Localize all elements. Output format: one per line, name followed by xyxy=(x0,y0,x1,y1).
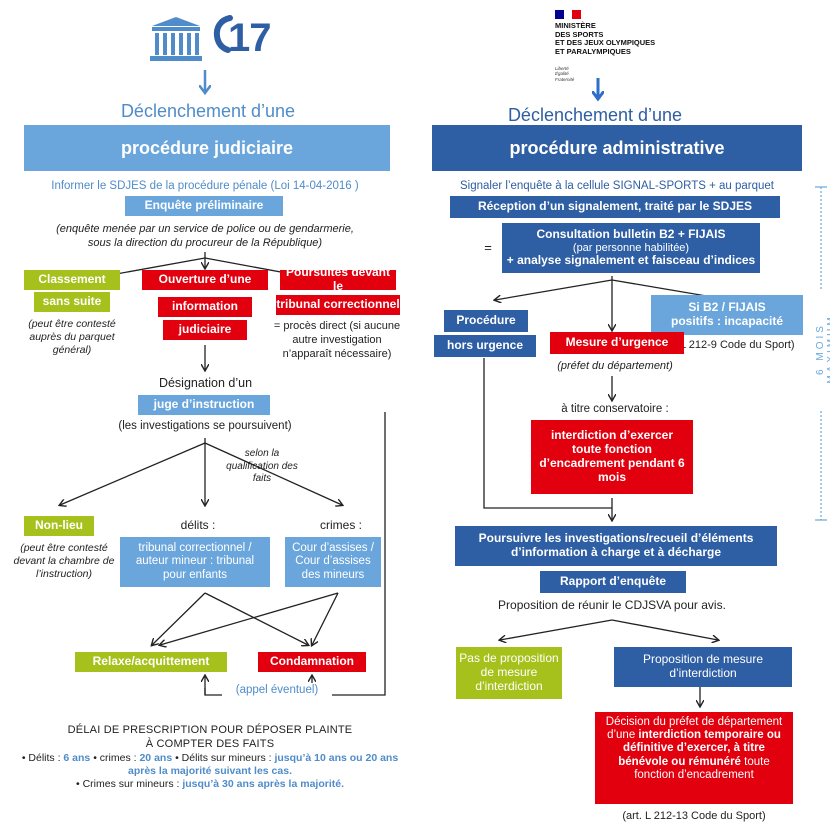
non-lieu-note: (peut être contesté devant la chambre de… xyxy=(13,542,115,581)
delai-details: • Délits : 6 ans • crimes : 20 ans • Dél… xyxy=(21,752,399,791)
poursuivre-box: Poursuivre les investigations/recueil d’… xyxy=(455,526,777,566)
art-l212-13: (art. L 212-13 Code du Sport) xyxy=(622,810,766,822)
french-flag-icon xyxy=(555,10,582,19)
ministry-name: MINISTÈRE DES SPORTS ET DES JEUX OLYMPIQ… xyxy=(555,21,656,56)
non-lieu-box: Non-lieu xyxy=(24,516,94,536)
prefet-note: (préfet du département) xyxy=(557,360,673,372)
procedure-box-1: Procédure xyxy=(444,310,528,332)
enquete-note: (enquête menée par un service de police … xyxy=(56,223,354,249)
courthouse-icon xyxy=(148,14,204,62)
left-title-box: procédure judiciaire xyxy=(24,125,390,171)
appel-text: (appel éventuel) xyxy=(222,683,332,698)
proposition-text: Proposition de réunir le CDJSVA pour avi… xyxy=(498,598,726,612)
crimes-label: crimes : xyxy=(320,518,362,532)
juge-box: juge d’instruction xyxy=(138,395,270,415)
condamnation-box: Condamnation xyxy=(258,652,366,672)
ouverture-box-1: Ouverture d’une xyxy=(142,270,268,290)
delits-label: délits : xyxy=(180,518,216,532)
left-declenchement: Déclenchement d’une xyxy=(120,101,296,121)
ouverture-box-2: information xyxy=(158,297,252,317)
right-title-box: procédure administrative xyxy=(432,125,802,171)
pas-proposition-box: Pas de proposition de mesure d’interdict… xyxy=(456,647,562,699)
consultation-box: Consultation bulletin B2 + FIJAIS (par p… xyxy=(502,223,760,273)
republic-motto: Liberté Égalité Fraternité xyxy=(555,66,575,82)
proposition-mesure-box: Proposition de mesure d’interdiction xyxy=(614,647,792,687)
art-l212-9: (art. L 212-9 Code du Sport) xyxy=(657,339,795,351)
six-mois-label: 6 MOIS MAXIMUM xyxy=(815,289,830,409)
phone-icon xyxy=(212,14,234,54)
ouverture-box-3: judiciaire xyxy=(163,320,247,340)
reception-box: Réception d’un signalement, traité par l… xyxy=(450,196,780,218)
proces-direct-note: = procès direct (si aucune autre investi… xyxy=(273,320,401,360)
emergency-number: 17 xyxy=(228,16,271,60)
interdiction-box: interdiction d’exercer toute fonction d’… xyxy=(531,420,693,494)
mesure-urgence-box: Mesure d’urgence xyxy=(550,332,684,354)
classement-note: (peut être contesté auprès du parquet gé… xyxy=(28,318,116,357)
poursuites-box-1: Poursuites devant le xyxy=(280,265,396,293)
enquete-box: Enquête préliminaire xyxy=(125,196,283,216)
investigations-text: (les investigations se poursuivent) xyxy=(118,420,292,432)
cour-box: Cour d’assises / Cour d’assises des mine… xyxy=(285,537,381,587)
procedure-box-2: hors urgence xyxy=(434,335,536,357)
tribunal-box: tribunal correctionnel / auteur mineur :… xyxy=(120,537,270,587)
rapport-box: Rapport d’enquête xyxy=(540,571,686,593)
decision-box: Décision du préfet de département d’une … xyxy=(595,712,793,804)
right-signaler: Signaler l’enquête à la cellule SIGNAL-S… xyxy=(460,180,774,192)
classement-box-1: Classement xyxy=(24,270,120,290)
delai-title: DÉLAI DE PRESCRIPTION POUR DÉPOSER PLAIN… xyxy=(67,724,353,750)
equals-sign: = xyxy=(484,240,492,255)
poursuites-box-2: tribunal correctionnel xyxy=(276,295,400,315)
left-inform: Informer le SDJES de la procédure pénale… xyxy=(51,180,359,192)
designation-text: Désignation d’un xyxy=(158,376,253,390)
selon-qualification: selon la qualification des faits xyxy=(226,448,298,484)
relaxe-box: Relaxe/acquittement xyxy=(75,652,227,672)
titre-conservatoire: à titre conservatoire : xyxy=(561,403,669,415)
classement-box-2: sans suite xyxy=(34,292,110,312)
right-declenchement: Déclenchement d’une xyxy=(507,105,683,125)
